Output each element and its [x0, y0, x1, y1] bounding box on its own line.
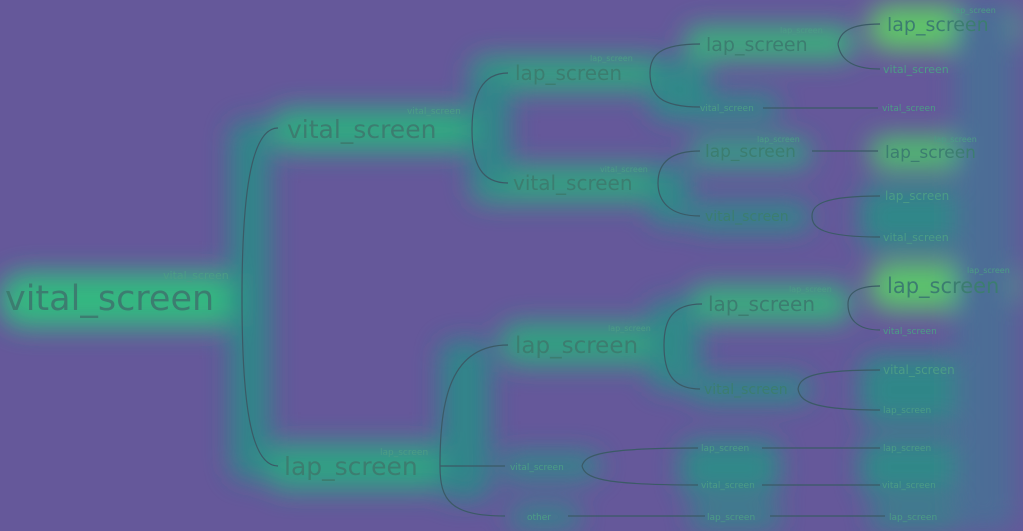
node-sublabel: vital_screen: [407, 107, 461, 117]
node-label: vital_screen: [701, 481, 755, 491]
node-sublabel: lap_screen: [967, 266, 1010, 275]
node-label: vital_screen: [883, 231, 949, 244]
node-label: lap_screen: [883, 406, 931, 416]
root-label: vital_screen: [5, 279, 214, 319]
node-label: lap_screen: [284, 452, 418, 481]
node-label: lap_screen: [887, 274, 999, 299]
connector-n12: [657, 150, 701, 217]
node-label: lap_screen: [515, 61, 622, 85]
node-sublabel: lap_screen: [953, 6, 996, 15]
tree-connectors: [241, 23, 885, 517]
node-sublabel: lap_screen: [380, 448, 428, 458]
node-label: vital_screen: [882, 481, 936, 491]
tree-labels: vital_screen vital_screen vital_screen v…: [5, 6, 1010, 523]
node-label: vital_screen: [287, 115, 436, 144]
node-label: vital_screen: [883, 63, 949, 76]
node-label: other: [527, 513, 551, 523]
connector-n211: [847, 285, 881, 331]
root-sublabel: vital_screen: [163, 269, 229, 282]
node-label: lap_screen: [706, 34, 808, 56]
node-label: lap_screen: [889, 513, 937, 523]
node-label: lap_screen: [707, 513, 755, 523]
connector-n22: [581, 447, 699, 486]
node-label: lap_screen: [708, 292, 815, 316]
node-label: lap_screen: [701, 444, 749, 454]
connector-n1: [471, 72, 509, 184]
node-label: vital_screen: [883, 363, 955, 377]
node-label: vital_screen: [510, 463, 564, 473]
node-sublabel: lap_screen: [789, 285, 832, 294]
node-label: lap_screen: [515, 333, 638, 359]
node-label: vital_screen: [700, 104, 754, 114]
node-label: lap_screen: [885, 189, 949, 203]
node-sublabel: lap_screen: [780, 26, 823, 35]
node-label: lap_screen: [705, 142, 796, 162]
node-sublabel: lap_screen: [590, 54, 633, 63]
node-sublabel: lap_screen: [608, 324, 651, 333]
node-label: vital_screen: [705, 209, 789, 225]
node-label: lap_screen: [887, 14, 989, 36]
node-sublabel: vital_screen: [600, 165, 648, 174]
node-sublabel: lap_screen: [934, 135, 977, 144]
node-label: lap_screen: [883, 444, 931, 454]
node-label: vital_screen: [704, 382, 788, 398]
connector-root: [241, 127, 279, 467]
connector-n111: [837, 23, 881, 70]
connector-n212: [797, 369, 881, 411]
node-label: vital_screen: [883, 327, 937, 337]
connector-n11: [649, 43, 701, 108]
connector-n122: [811, 195, 881, 238]
node-label: lap_screen: [885, 143, 976, 163]
connector-n21: [663, 303, 703, 390]
node-label: vital_screen: [882, 104, 936, 114]
node-label: vital_screen: [513, 171, 633, 195]
node-sublabel: lap_screen: [757, 135, 800, 144]
connector-n2: [439, 344, 509, 517]
